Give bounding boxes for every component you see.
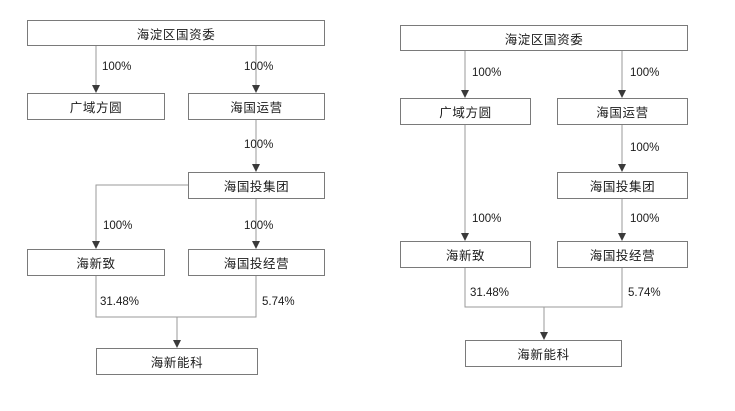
node-box-guangyu-fangyuan-right[interactable]: 广域方圆 (400, 98, 531, 125)
node-box-sasac-right[interactable]: 海淀区国资委 (400, 25, 688, 51)
node-box-sasac[interactable]: 海淀区国资委 (27, 20, 325, 46)
node-box-haiguotou-jingying-right[interactable]: 海国投经营 (557, 241, 688, 268)
edge-label-yunying-to-jituan-right: 100% (630, 142, 660, 154)
edge-label-jituan-to-jingying-right: 100% (630, 213, 660, 225)
edge-label-haixinzhi-to-nengke: 31.48% (100, 296, 140, 308)
edge-label-jituan-to-jingying: 100% (244, 220, 274, 232)
edge-label-haixinzhi-to-nengke-right: 31.48% (470, 287, 510, 299)
node-box-haixinzhi-right[interactable]: 海新致 (400, 241, 531, 268)
node-box-haixin-nengke-right[interactable]: 海新能科 (465, 340, 622, 367)
node-box-haiguo-yunying-right[interactable]: 海国运营 (557, 98, 688, 125)
edge-label-yunying-to-jituan: 100% (244, 139, 274, 151)
edge-label-jingying-to-nengke: 5.74% (262, 296, 295, 308)
edge-label-sasac-to-guangyu: 100% (102, 61, 132, 73)
edge-label-guangyu-to-haixinzhi-right: 100% (472, 213, 502, 225)
node-box-guangyu-fangyuan[interactable]: 广域方圆 (27, 93, 165, 120)
node-box-haiguo-yunying[interactable]: 海国运营 (188, 93, 325, 120)
edge-label-sasac-to-haiguo-yunying-right: 100% (630, 67, 660, 79)
edge-label-jingying-to-nengke-right: 5.74% (628, 287, 661, 299)
node-box-haiguotou-jituan-right[interactable]: 海国投集团 (557, 172, 688, 199)
edge-label-sasac-to-guangyu-right: 100% (472, 67, 502, 79)
node-box-haiguotou-jituan[interactable]: 海国投集团 (188, 172, 325, 199)
edge-label-jituan-to-haixinzhi: 100% (103, 220, 133, 232)
node-box-haixin-nengke[interactable]: 海新能科 (96, 348, 258, 375)
edge-label-sasac-to-haiguo-yunying: 100% (244, 61, 274, 73)
node-box-haiguotou-jingying[interactable]: 海国投经营 (188, 249, 325, 276)
node-box-haixinzhi[interactable]: 海新致 (27, 249, 165, 276)
